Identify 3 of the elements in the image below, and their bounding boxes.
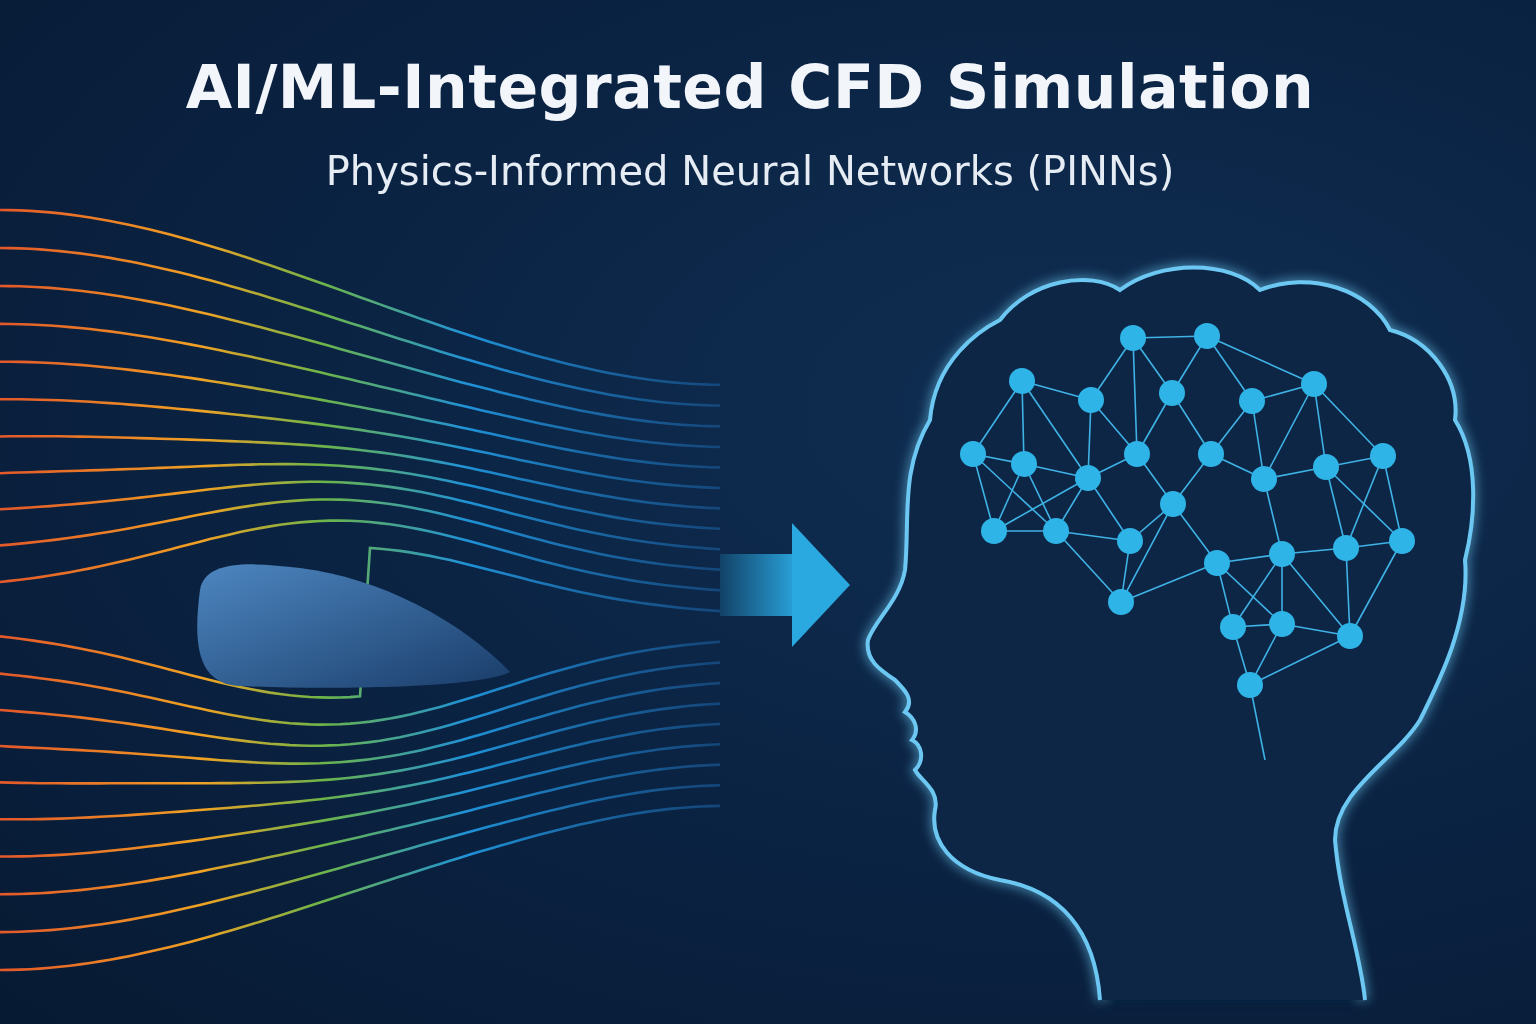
title: AI/ML-Integrated CFD Simulation [184,52,1316,122]
subtitle: Physics-Informed Neural Networks (PINNs) [324,148,1176,194]
arrow [720,523,850,647]
